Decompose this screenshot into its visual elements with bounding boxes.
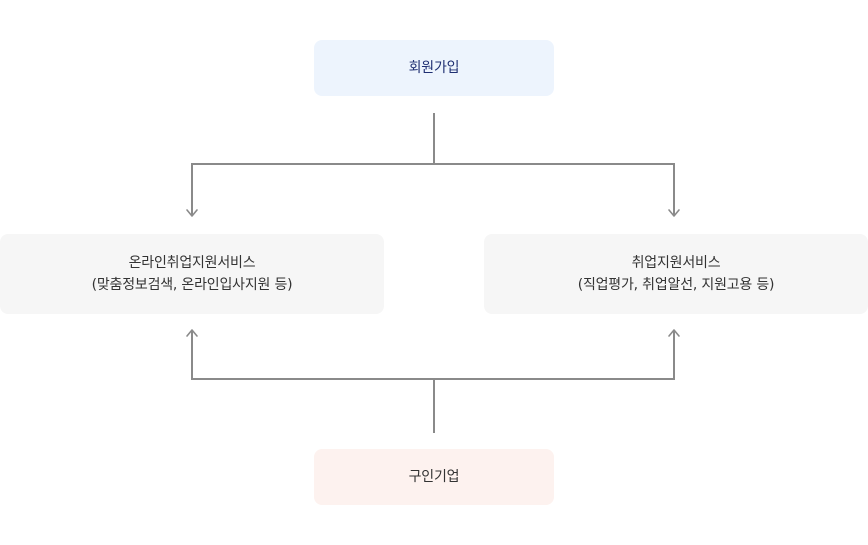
employment-service-title: 취업지원서비스 xyxy=(631,255,721,271)
arrow-down-left-icon xyxy=(186,209,198,217)
employment-service-box: 취업지원서비스 (직업평가, 취업알선, 지원고용 등) xyxy=(484,234,868,314)
employment-service-detail: (직업평가, 취업알선, 지원고용 등) xyxy=(577,277,775,293)
online-service-detail: (맞춤정보검색, 온라인입사지원 등) xyxy=(91,277,293,293)
employer-box: 구인기업 xyxy=(314,449,554,505)
signup-box: 회원가입 xyxy=(314,40,554,96)
arrow-up-right-icon xyxy=(668,329,680,337)
signup-label: 회원가입 xyxy=(408,60,460,76)
employer-label: 구인기업 xyxy=(408,469,460,485)
online-service-box: 온라인취업지원서비스 (맞춤정보검색, 온라인입사지원 등) xyxy=(0,234,384,314)
online-service-title: 온라인취업지원서비스 xyxy=(128,255,256,271)
arrow-up-left-icon xyxy=(186,329,198,337)
arrow-down-right-icon xyxy=(668,209,680,217)
